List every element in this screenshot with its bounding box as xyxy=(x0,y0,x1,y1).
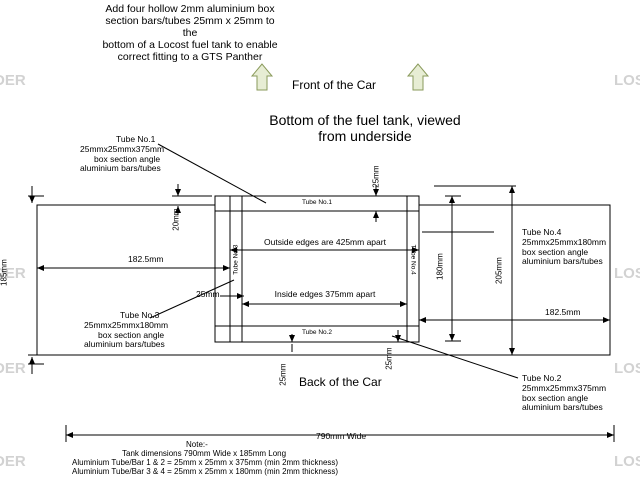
watermark-left-2: DER xyxy=(0,265,26,282)
callout-line: 25mmx25mmx180mm xyxy=(84,319,169,330)
watermark-left-1: DER xyxy=(0,72,26,89)
watermark-right-1: LOST xyxy=(614,72,640,89)
instruction-line: Add four hollow 2mm aluminium box xyxy=(105,3,275,15)
back-of-car-label: Back of the Car xyxy=(299,375,382,389)
leader-tube3 xyxy=(149,279,235,319)
callout-line: aluminium bars/tubes xyxy=(84,339,165,350)
tube-width-left-label: 25mm xyxy=(196,289,220,299)
leader-tube1 xyxy=(157,143,267,204)
callout-line: box section angle xyxy=(94,153,161,164)
tube2-label: Tube No.2 xyxy=(301,329,333,336)
watermark-right-4: LOST xyxy=(614,453,640,470)
diagram-title: Bottom of the fuel tank, viewed from und… xyxy=(240,112,490,144)
tube-frame xyxy=(214,195,420,343)
callout-tube2: Tube No.2 25mmx25mmx375mm box section an… xyxy=(522,373,607,413)
tube-width-bottom-right-label: 25mm xyxy=(384,347,394,370)
front-arrow-left xyxy=(250,63,274,91)
tube4-label: Tube No.4 xyxy=(409,244,417,275)
callout-line: Tube No.1 xyxy=(116,134,156,144)
right-offset-label: 182.5mm xyxy=(545,307,581,317)
watermark-left-3: DER xyxy=(0,360,26,377)
instruction-line: bottom of a Locost fuel tank to enable xyxy=(102,39,278,52)
callout-line: Tube No.2 xyxy=(522,373,562,383)
tube1-label: Tube No.1 xyxy=(301,199,333,206)
callout-tube1: Tube No.1 25mmx25mmx375mm box section an… xyxy=(80,134,165,174)
gap-20-label: 20mm xyxy=(171,208,181,231)
front-of-car-label: Front of the Car xyxy=(292,78,377,92)
callout-line: Tube No.4 xyxy=(522,227,562,237)
width-790-label: 790mm Wide xyxy=(316,431,367,441)
note-line: Tank dimensions 790mm Wide x 185mm Long xyxy=(122,449,287,459)
height-180-label: 180mm xyxy=(435,253,445,280)
note: Note:- Tank dimensions 790mm Wide x 185m… xyxy=(72,440,338,476)
note-line: Aluminium Tube/Bar 1 & 2 = 25mm x 25mm x… xyxy=(72,458,339,468)
watermark-right-3: LOST xyxy=(614,360,640,377)
leader-tube2 xyxy=(391,335,519,379)
height-205-label: 205mm xyxy=(494,257,504,284)
instruction-line: section bars/tubes 25mm x 25mm to the xyxy=(105,15,275,40)
callout-line: aluminium bars/tubes xyxy=(522,402,603,413)
callout-line: Tube No.3 xyxy=(120,310,160,320)
tube-width-top-label: 25mm xyxy=(371,165,381,188)
callout-line: 25mmx25mmx375mm xyxy=(80,143,165,154)
title-line: from underside xyxy=(318,128,412,145)
tube3-label: Tube No.3 xyxy=(232,244,240,275)
callout-tube3: Tube No.3 25mmx25mmx180mm box section an… xyxy=(84,310,169,350)
watermark-left-4: DER xyxy=(0,453,26,470)
watermark-right-2: LOST xyxy=(614,265,640,282)
left-offset-label: 182.5mm xyxy=(128,254,164,264)
callout-tube4: Tube No.4 25mmx25mmx180mm box section an… xyxy=(522,227,607,267)
inside-edges-label: Inside edges 375mm apart xyxy=(274,289,376,299)
callout-line: box section angle xyxy=(522,246,589,257)
callout-line: 25mmx25mmx180mm xyxy=(522,236,607,247)
callout-line: box section angle xyxy=(98,329,165,340)
callout-line: 25mmx25mmx375mm xyxy=(522,382,607,393)
outside-edges-label: Outside edges are 425mm apart xyxy=(264,237,386,247)
front-arrow-right xyxy=(406,63,430,91)
callout-line: aluminium bars/tubes xyxy=(522,256,603,267)
note-title: Note:- xyxy=(186,440,208,449)
title-line: Bottom of the fuel tank, viewed xyxy=(269,112,461,128)
instructions: Add four hollow 2mm aluminium box sectio… xyxy=(100,3,280,63)
height-185-label: 185mm xyxy=(0,259,9,286)
tube-width-bottom-left-label: 25mm xyxy=(278,363,288,386)
callout-line: box section angle xyxy=(522,392,589,403)
note-line: Aluminium Tube/Bar 3 & 4 = 25mm x 25mm x… xyxy=(72,467,339,477)
callout-line: aluminium bars/tubes xyxy=(80,163,161,174)
instruction-line: correct fitting to a GTS Panther xyxy=(117,51,263,64)
